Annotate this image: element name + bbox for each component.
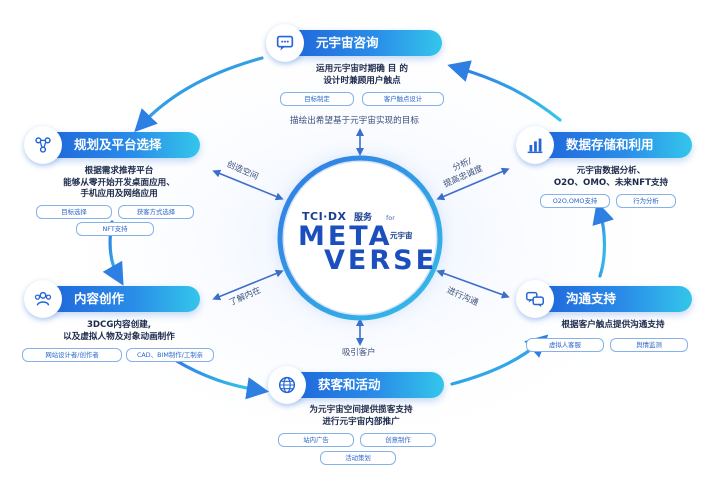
planning-tag: 获客方式选择 xyxy=(118,205,194,219)
verse-text: VERSE xyxy=(324,245,438,276)
cycle-arrow-data-to-consult xyxy=(447,60,562,122)
acquire-header: 获客和活动 xyxy=(268,366,444,404)
spoke-upper-left xyxy=(212,169,284,201)
planning-title: 规划及平台选择 xyxy=(74,137,162,152)
spoke-lower-left xyxy=(212,269,284,301)
data-title: 数据存储和利用 xyxy=(566,137,654,152)
data-tag: 行为分析 xyxy=(616,194,676,208)
data-desc-line: 元宇宙数据分析、 xyxy=(576,166,646,176)
consult-tag: 客户触点设计 xyxy=(362,92,444,106)
meta-text: META xyxy=(298,221,393,252)
content-tag: CAD、BIM制作/工制亲 xyxy=(126,348,214,362)
cycle-arrow-communicate-to-data xyxy=(592,201,614,278)
planning-desc-line: 能够从零开始开发桌面应用、 xyxy=(63,177,175,188)
planning-desc: 根据需求推荐平台 能够从零开始开发桌面应用、 手机应用及网络应用 xyxy=(44,166,194,201)
connector-top-label: 描绘出希望基于元宇宙实现的目标 xyxy=(290,116,419,126)
planning-tag: NFT支持 xyxy=(76,222,154,236)
acquire-icon xyxy=(268,366,306,404)
planning-tag: 目标选择 xyxy=(36,205,112,219)
communicate-title: 沟通支持 xyxy=(566,291,617,306)
acquire-tag: 活动策划 xyxy=(320,451,396,465)
data-header: 数据存储和利用 xyxy=(516,126,692,164)
communicate-desc: 根据客户触点提供沟通支持 xyxy=(538,320,688,332)
communicate-tag: 舆情监测 xyxy=(610,338,688,352)
communicate-icon xyxy=(516,280,554,318)
connector-bottom-label: 吸引客户 xyxy=(342,347,376,357)
content-desc-line: 以及虚拟人物及对象动画制作 xyxy=(63,331,175,342)
center-spokes xyxy=(212,128,510,346)
metaverse-cn-text: 元宇宙 xyxy=(390,231,413,240)
communicate-header: 沟通支持 xyxy=(516,280,692,318)
consult-header: 元宇宙咨询 xyxy=(266,24,442,62)
communicate-tag: 虚拟人客服 xyxy=(526,338,604,352)
data-desc: 元宇宙数据分析、 O2O、OMO、未来NFT支持 xyxy=(536,166,686,189)
content-tag: 网站设计者/创作者 xyxy=(22,348,122,362)
center-ring xyxy=(277,155,443,321)
cycle-arrow-content-to-acquire xyxy=(173,358,270,400)
brand-text: TCI·DX xyxy=(302,210,347,223)
planning-icon xyxy=(24,126,62,164)
content-desc: 3DCG内容创建, 以及虚拟人物及对象动画制作 xyxy=(44,320,194,343)
acquire-title: 获客和活动 xyxy=(318,377,381,392)
data-desc-line: O2O、OMO、未来NFT支持 xyxy=(553,177,669,188)
consult-icon xyxy=(266,24,304,62)
spoke-lower-right xyxy=(436,269,510,299)
data-tag: O2O,OMO支持 xyxy=(540,194,610,208)
data-chart-icon xyxy=(516,126,554,164)
content-icon xyxy=(24,280,62,318)
consult-desc-line: 运用元宇宙时期确 目 的 xyxy=(316,64,408,74)
content-header: 内容创作 xyxy=(24,280,200,318)
consult-desc: 运用元宇宙时期确 目 的 设计时兼顾用户触点 xyxy=(300,64,424,87)
consult-title: 元宇宙咨询 xyxy=(316,35,379,50)
spoke-upper-right xyxy=(436,167,510,201)
center-metaverse-logo: TCI·DX 服务 for META 元宇宙 VERSE xyxy=(284,162,436,314)
planning-desc-line: 根据需求推荐平台 xyxy=(84,166,154,176)
acquire-tag: 创意制作 xyxy=(360,433,436,447)
content-desc-line: 3DCG内容创建, xyxy=(86,320,152,330)
for-text: for xyxy=(386,214,395,222)
acquire-desc-line: 为元宇宙空间提供揽客支持 xyxy=(309,405,413,415)
acquire-desc-line: 进行元宇宙内部推广 xyxy=(322,416,400,427)
planning-header: 规划及平台选择 xyxy=(24,126,200,164)
consult-desc-line: 设计时兼顾用户触点 xyxy=(323,75,401,86)
planning-desc-line: 手机应用及网络应用 xyxy=(80,189,158,199)
service-text: 服务 xyxy=(354,213,373,223)
communicate-desc-line: 根据客户触点提供沟通支持 xyxy=(561,320,665,330)
content-title: 内容创作 xyxy=(74,291,125,306)
consult-tag: 目标制定 xyxy=(280,92,354,106)
acquire-tag: 站内广告 xyxy=(278,433,354,447)
cycle-arrow-consult-to-planning xyxy=(134,56,264,133)
acquire-desc: 为元宇宙空间提供揽客支持 进行元宇宙内部推广 xyxy=(296,405,426,428)
